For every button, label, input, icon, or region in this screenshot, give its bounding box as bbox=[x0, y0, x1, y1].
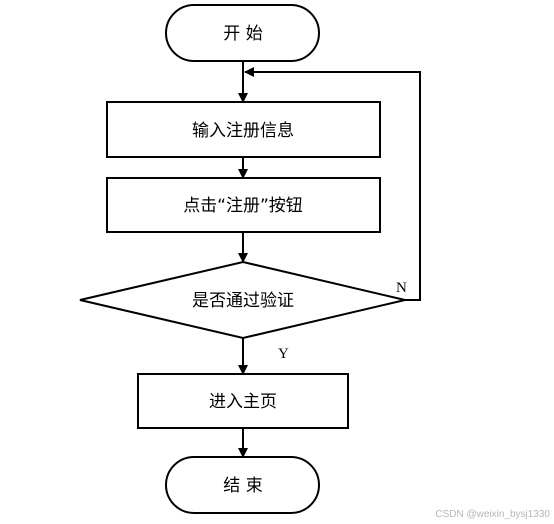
branch-no-label: N bbox=[396, 280, 407, 296]
click-register-label: 点击“注册”按钮 bbox=[183, 196, 303, 216]
arrow-no-loop-back bbox=[244, 67, 421, 301]
verification-decision-label: 是否通过验证 bbox=[192, 291, 294, 311]
watermark: CSDN @weixin_bysj1330 bbox=[435, 509, 550, 520]
branch-yes-label: Y bbox=[278, 346, 289, 362]
end-terminator bbox=[165, 456, 320, 514]
start-label: 开 始 bbox=[223, 24, 262, 44]
input-info-box bbox=[106, 101, 381, 158]
enter-homepage-label: 进入主页 bbox=[209, 392, 277, 412]
input-info-label: 输入注册信息 bbox=[192, 121, 294, 141]
end-label: 结 束 bbox=[223, 476, 262, 496]
